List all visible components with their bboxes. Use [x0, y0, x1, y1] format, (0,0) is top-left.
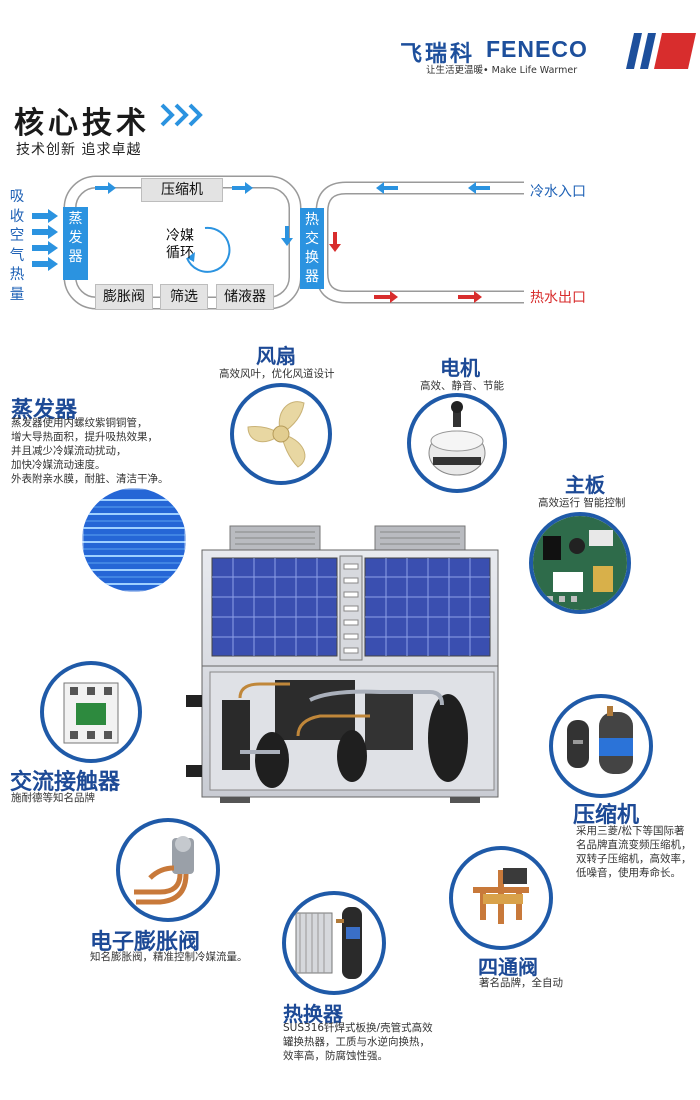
- refrigerant-cycle-label: 冷媒循环: [166, 228, 194, 261]
- four-way-valve-title: 四通阀: [478, 955, 538, 979]
- contactor-title: 交流接触器: [10, 770, 121, 795]
- contactor-desc: 施耐德等知名品牌: [11, 792, 95, 804]
- evaporator-title: 蒸发器: [11, 398, 78, 423]
- expansion-valve-desc: 知名膨胀阀，精准控制冷媒流量。: [90, 951, 248, 963]
- motor-desc: 高效、静音、节能: [420, 380, 504, 392]
- heat-exchanger-desc: SUS316钎焊式板换/壳管式高效 罐换热器，工质与水逆向换热， 效率高，防腐蚀…: [283, 1022, 433, 1062]
- logo-english: FENECO: [486, 36, 588, 62]
- logo-chinese: 飞瑞科: [400, 42, 476, 67]
- four-way-valve-circle: [449, 846, 553, 950]
- mainboard-circle: [529, 512, 631, 614]
- expansion-valve-title: 电子膨胀阀: [90, 930, 201, 955]
- cold-water-inlet-label: 冷水入口: [530, 184, 586, 200]
- air-heat-label: 吸收空 气热量: [9, 189, 25, 303]
- fan-blade-icon: [247, 401, 306, 468]
- compressor-title: 压缩机: [573, 803, 640, 828]
- heat-exchanger-title: 热换器: [283, 1002, 343, 1026]
- compressor-circle: [549, 694, 653, 798]
- four-way-valve-icon: [473, 868, 529, 924]
- refrigerant-cycle-diagram: [32, 175, 524, 310]
- expansion-valve-circle: [116, 818, 220, 922]
- motor-title: 电机: [440, 356, 480, 380]
- circuit-board-icon: [533, 516, 627, 610]
- heat-exchanger-box: 热交换器: [300, 208, 324, 289]
- fan-title: 风扇: [256, 344, 296, 368]
- section-subtitle: 技术创新 追求卓越: [16, 142, 142, 158]
- fan-desc: 高效风叶，优化风道设计: [219, 368, 335, 380]
- evaporator-image: [82, 488, 186, 592]
- motor-circle: [407, 393, 507, 493]
- motor-icon: [428, 401, 486, 476]
- compressor-box: 压缩机: [141, 178, 223, 202]
- copper-coil-icon: [82, 488, 186, 592]
- chevrons-icon: [160, 103, 203, 127]
- logo-slogan: 让生活更温暖• Make Life Warmer: [426, 65, 578, 76]
- plate-heat-exchanger-icon: [295, 907, 362, 979]
- expansion-valve-box: 膨胀阀: [95, 284, 153, 310]
- mainboard-desc: 高效运行 智能控制: [538, 497, 626, 509]
- four-way-valve-desc: 著名品牌，全自动: [479, 977, 563, 989]
- fan-circle: [230, 383, 332, 485]
- compressor-desc: 采用三菱/松下等国际著 名品牌直流变频压缩机， 双转子压缩机，高效率， 低噪音，…: [576, 825, 692, 879]
- section-title: 核心技术: [14, 106, 150, 141]
- hot-water-outlet-label: 热水出口: [530, 290, 586, 306]
- evaporator-box: 蒸发器: [63, 207, 88, 280]
- contactor-icon: [63, 682, 119, 744]
- filter-box: 筛选: [160, 284, 208, 310]
- mainboard-title: 主板: [565, 473, 605, 497]
- evaporator-desc: 蒸发器使用内螺纹紫铜铜管， 增大导热面积，提升吸热效果， 并且减少冷媒流动扰动，…: [11, 417, 169, 485]
- stripe-decoration-icon: [626, 33, 696, 69]
- compressor-icon: [567, 706, 633, 774]
- heat-pump-unit-icon: [186, 525, 499, 803]
- expansion-valve-icon: [134, 836, 194, 905]
- heat-exchanger-circle: [282, 891, 386, 995]
- receiver-box: 储液器: [216, 284, 274, 310]
- contactor-circle: [40, 661, 142, 763]
